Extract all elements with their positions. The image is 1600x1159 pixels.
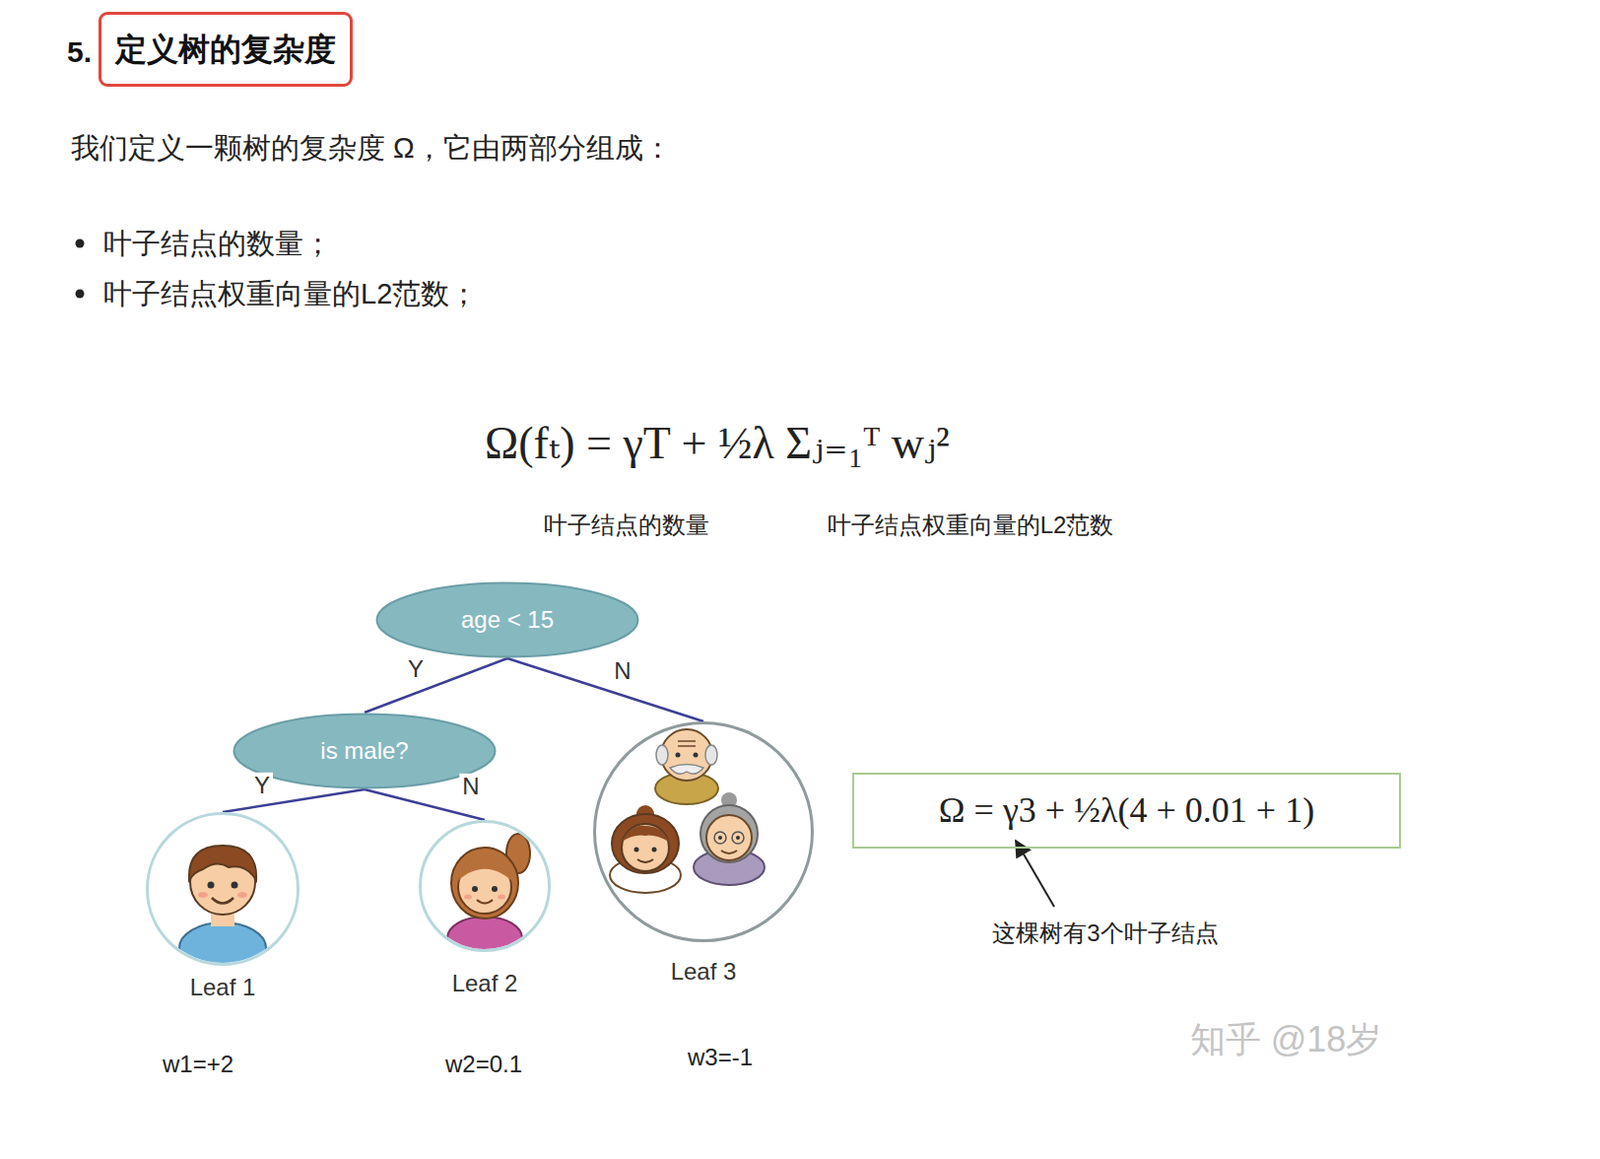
circle-outline — [418, 819, 551, 952]
formula-note: 叶子结点的数量 — [543, 511, 710, 540]
leaf-circle: Leaf 1 — [145, 811, 300, 966]
watermark: 知乎 @18岁 — [1190, 1017, 1383, 1061]
ellipse-shape — [377, 583, 639, 658]
circle-shape — [147, 813, 299, 965]
heading-box: 定义树的复杂度 — [98, 11, 353, 87]
leaf-label: Leaf 1 — [190, 973, 257, 1001]
branch-label: N — [610, 658, 634, 684]
leaf-circle: Leaf 2 — [418, 819, 551, 952]
paragraph-text: 我们定义一颗树的复杂度 Ω，它由两部分组成： — [70, 131, 672, 166]
decision-ellipse: age < 15 — [375, 581, 640, 659]
family-figure — [609, 729, 765, 893]
tree-branch — [507, 658, 704, 722]
branch-label: N — [459, 773, 482, 800]
annotation-arrow — [1015, 840, 1055, 907]
bullet-text: 叶子结点的数量； — [103, 226, 333, 262]
formula-note: 叶子结点权重向量的L2范数 — [827, 511, 1115, 540]
leaf-label: Leaf 3 — [670, 957, 737, 986]
section-number: 5. — [66, 34, 92, 70]
tree-branch — [222, 789, 365, 812]
leaf-circle: Leaf 3 — [593, 721, 814, 942]
decision-text: age < 15 — [461, 605, 554, 634]
bullet-dot — [75, 289, 85, 299]
heading-text: 定义树的复杂度 — [115, 30, 336, 68]
circle-outline — [145, 811, 300, 966]
leaf-label: Leaf 2 — [452, 969, 519, 998]
branch-label: Y — [251, 772, 273, 799]
formula-text: Ω = γ3 + ½λ(4 + 0.01 + 1) — [938, 789, 1315, 832]
bullet-dot — [75, 239, 85, 249]
boy-figure — [179, 845, 267, 974]
circle-shape — [420, 821, 550, 951]
formula-text: Ω(fₜ) = γT + ½λ Σⱼ₌₁ᵀ wⱼ² — [484, 415, 950, 470]
ellipse-shape — [234, 714, 496, 789]
circle-shape — [595, 723, 813, 941]
weight-label: w2=0.1 — [445, 1050, 523, 1079]
decision-text: is male? — [320, 736, 408, 765]
branch-label: Y — [404, 656, 427, 682]
tree-branch — [364, 658, 508, 713]
annotation-text: 这棵树有3个叶子结点 — [992, 919, 1218, 948]
weight-label: w3=-1 — [687, 1043, 753, 1072]
formula-box: Ω = γ3 + ½λ(4 + 0.01 + 1) — [852, 772, 1401, 849]
bullet-text: 叶子结点权重向量的L2范数； — [103, 276, 478, 312]
circle-outline — [593, 721, 814, 942]
weight-label: w1=+2 — [162, 1050, 234, 1079]
